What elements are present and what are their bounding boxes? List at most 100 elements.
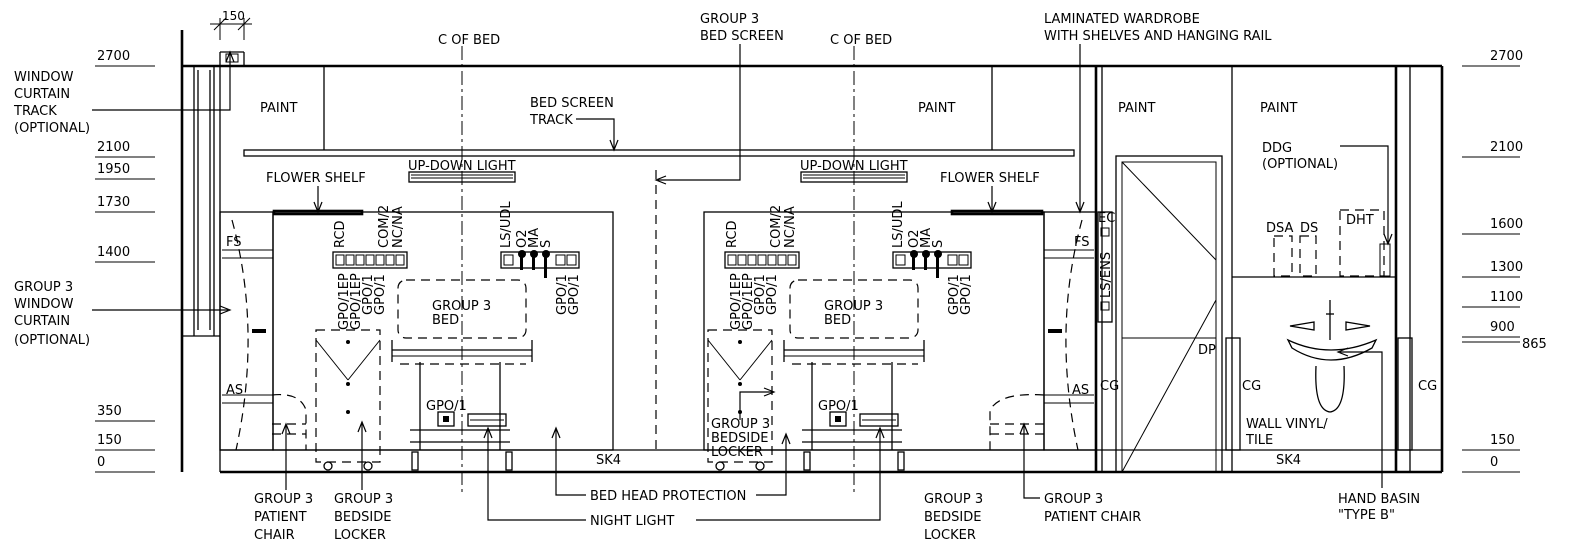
as-label-left: AS bbox=[226, 383, 243, 398]
night-light-label: NIGHT LIGHT bbox=[590, 514, 674, 529]
bedside-locker-right-label-3: LOCKER bbox=[924, 528, 976, 543]
bedside-locker-inline-label-3: LOCKER bbox=[711, 445, 763, 460]
beds bbox=[391, 279, 925, 471]
dimension-150: 150 bbox=[222, 9, 245, 23]
level-150-left: 150 bbox=[97, 433, 122, 448]
cl-bed-label-left: C OF BED bbox=[438, 33, 500, 48]
gpo1-label-left-3: GPO/1 bbox=[555, 274, 570, 315]
window-curtain-label-3: CURTAIN bbox=[14, 314, 70, 329]
bedside-locker-inline-label-1: GROUP 3 bbox=[711, 417, 770, 432]
paint-label-2: PAINT bbox=[918, 101, 955, 116]
gpo1-label-right-3: GPO/1 bbox=[947, 274, 962, 315]
fs-label-right: FS bbox=[1074, 235, 1090, 250]
flower-shelf-label-left: FLOWER SHELF bbox=[266, 171, 366, 186]
sk4-label-right: SK4 bbox=[1276, 453, 1301, 468]
window-curtain-track-label-3: TRACK bbox=[13, 104, 57, 119]
level-1400-left: 1400 bbox=[97, 245, 130, 260]
gpo1-label-right-4: GPO/1 bbox=[959, 274, 974, 315]
lsudl-label-right: LS/UDL bbox=[891, 201, 906, 248]
bed-label-right-2: BED bbox=[824, 313, 851, 328]
dht-label: DHT bbox=[1346, 213, 1374, 228]
bed-screen-label-2: BED SCREEN bbox=[700, 29, 784, 44]
up-down-light-label-right: UP-DOWN LIGHT bbox=[800, 159, 908, 174]
gpo1-label-left-1: GPO/1 bbox=[361, 274, 376, 315]
bedside-lockers bbox=[315, 329, 773, 471]
patient-chair-left-label-1: GROUP 3 bbox=[254, 492, 313, 507]
gpo1ep-label-right-2: GPO/1EP bbox=[741, 273, 756, 330]
level-1730-left: 1730 bbox=[97, 195, 130, 210]
s-label-right: S bbox=[931, 240, 946, 248]
gpo1-label-right-2: GPO/1 bbox=[765, 274, 780, 315]
bedside-locker-left-label-3: LOCKER bbox=[334, 528, 386, 543]
gpo1-label-right-1: GPO/1 bbox=[753, 274, 768, 315]
level-150-right: 150 bbox=[1490, 433, 1515, 448]
gpo1-label-left-4: GPO/1 bbox=[567, 274, 582, 315]
bed-label-right-1: GROUP 3 bbox=[824, 299, 883, 314]
patient-chair-left-label-2: PATIENT bbox=[254, 510, 307, 525]
bed-head-protection-label: BED HEAD PROTECTION bbox=[590, 489, 746, 504]
ls-ens-label: LS/ENS bbox=[1099, 252, 1114, 298]
lsudl-label-left: LS/UDL bbox=[499, 201, 514, 248]
ddg-label-1: DDG bbox=[1262, 141, 1292, 156]
bed-centerlines bbox=[461, 46, 855, 495]
level-1100-right: 1100 bbox=[1490, 290, 1523, 305]
window-curtain-track-label: WINDOW bbox=[14, 70, 74, 85]
level-0-right: 0 bbox=[1490, 455, 1498, 470]
room-structure: 150 bbox=[180, 9, 1444, 474]
outlet-strips bbox=[332, 211, 1113, 323]
rcd-label-left: RCD bbox=[333, 221, 348, 248]
window-curtain-track-label-4: (OPTIONAL) bbox=[14, 121, 90, 136]
bedside-locker-right-label-2: BEDSIDE bbox=[924, 510, 981, 525]
gpo1ep-label-right-1: GPO/1EP bbox=[729, 273, 744, 330]
level-865-right: 865 bbox=[1522, 337, 1547, 352]
ds-label: DS bbox=[1300, 221, 1318, 236]
toilet-fixtures bbox=[1225, 209, 1413, 451]
wardrobe-label-2: WITH SHELVES AND HANGING RAIL bbox=[1044, 29, 1272, 44]
bedside-locker-inline-label-2: BEDSIDE bbox=[711, 431, 768, 446]
window-curtain-label-2: WINDOW bbox=[14, 297, 74, 312]
paint-label-4: PAINT bbox=[1260, 101, 1297, 116]
bed-label-left-1: GROUP 3 bbox=[432, 299, 491, 314]
up-down-light-label-left: UP-DOWN LIGHT bbox=[408, 159, 516, 174]
patient-chair-left-label-3: CHAIR bbox=[254, 528, 295, 543]
bed-label-left-2: BED bbox=[432, 313, 459, 328]
bedside-locker-left-label-1: GROUP 3 bbox=[334, 492, 393, 507]
wardrobe-label-1: LAMINATED WARDROBE bbox=[1044, 12, 1200, 27]
ncna-label-right: NC/NA bbox=[783, 206, 798, 248]
sk4-label-left: SK4 bbox=[596, 453, 621, 468]
patient-chair-right-label-2: PATIENT CHAIR bbox=[1044, 510, 1141, 525]
paint-label-1: PAINT bbox=[260, 101, 297, 116]
level-2100-left: 2100 bbox=[97, 140, 130, 155]
o2-label-right: O2 bbox=[907, 229, 922, 248]
level-0-left: 0 bbox=[97, 455, 105, 470]
level-markers-right: 2700 2100 1600 1300 1100 900 865 150 0 bbox=[1462, 49, 1547, 473]
dp-label: DP bbox=[1198, 343, 1216, 358]
gpo1ep-label-left-1: GPO/1EP bbox=[337, 273, 352, 330]
annotations: WINDOW CURTAIN TRACK (OPTIONAL) GROUP 3 … bbox=[13, 12, 1437, 543]
s-label-left: S bbox=[539, 240, 554, 248]
ncna-label-left: NC/NA bbox=[391, 206, 406, 248]
o2-label-left: O2 bbox=[515, 229, 530, 248]
hand-basin-label-1: HAND BASIN bbox=[1338, 492, 1420, 507]
paint-label-3: PAINT bbox=[1118, 101, 1155, 116]
gpo1-label-right-bed: GPO/1 bbox=[818, 399, 859, 414]
patient-chairs bbox=[271, 393, 1045, 450]
com2-label-right: COM/2 bbox=[769, 205, 784, 248]
cg-label-1: CG bbox=[1100, 379, 1119, 394]
gpo1ep-label-left-2: GPO/1EP bbox=[349, 273, 364, 330]
bed-screen-label-1: GROUP 3 bbox=[700, 12, 759, 27]
rcd-label-right: RCD bbox=[725, 221, 740, 248]
gpo1-label-left-2: GPO/1 bbox=[373, 274, 388, 315]
cg-label-3: CG bbox=[1418, 379, 1437, 394]
bed-screen-track-label-1: BED SCREEN bbox=[530, 96, 614, 111]
bed-screen-track-label-2: TRACK bbox=[529, 113, 573, 128]
level-900-right: 900 bbox=[1490, 320, 1515, 335]
wall-vinyl-label-1: WALL VINYL/ bbox=[1246, 417, 1328, 432]
level-2700-left: 2700 bbox=[97, 49, 130, 64]
bed-head-panels bbox=[219, 171, 1097, 451]
bedside-locker-right-label-1: GROUP 3 bbox=[924, 492, 983, 507]
dsa-label: DSA bbox=[1266, 221, 1294, 236]
bedside-locker-left-label-2: BEDSIDE bbox=[334, 510, 391, 525]
wall-vinyl-label-2: TILE bbox=[1245, 433, 1273, 448]
